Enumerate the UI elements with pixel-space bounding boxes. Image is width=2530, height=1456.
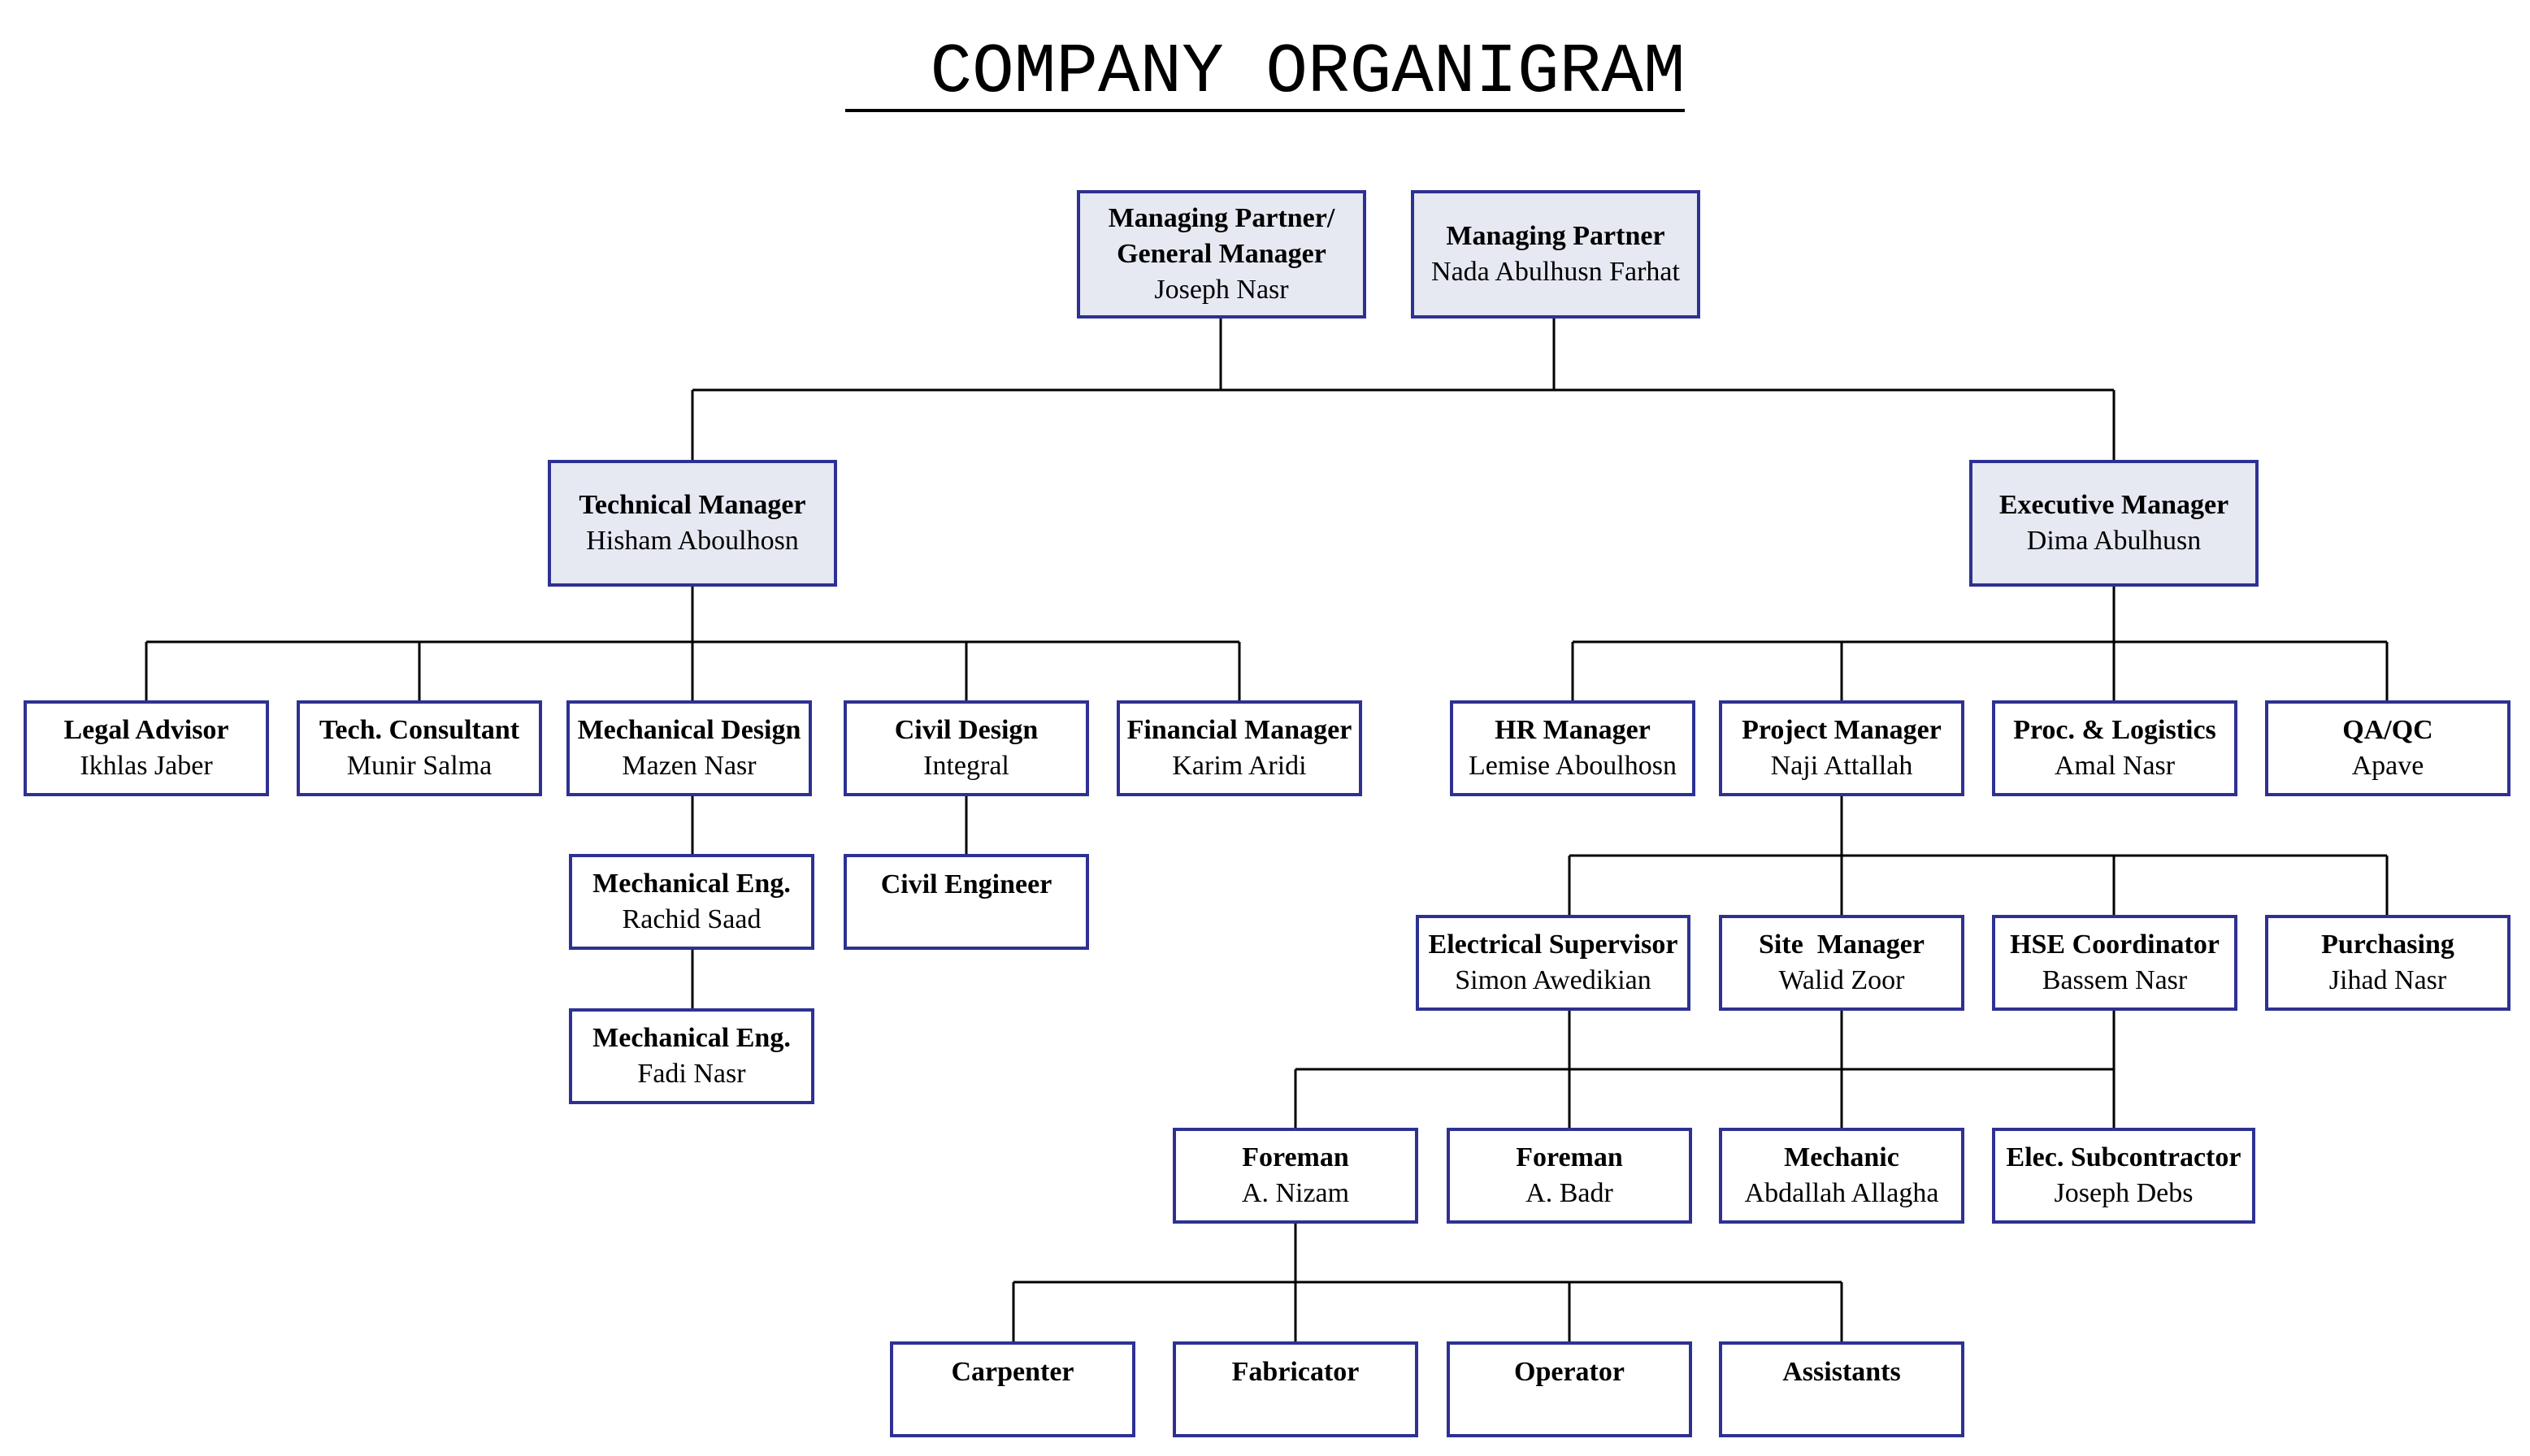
role-label: Technical Manager bbox=[579, 490, 806, 520]
legal-advisor-box: Legal Advisor Ikhlas Jaber bbox=[24, 700, 269, 796]
role-label: Foreman bbox=[1242, 1142, 1349, 1172]
technical-manager-box: Technical Manager Hisham Aboulhosn bbox=[548, 460, 837, 587]
tech-consultant-box: Tech. Consultant Munir Salma bbox=[297, 700, 542, 796]
person-name: Bassem Nasr bbox=[2042, 965, 2188, 995]
role-label: Mechanical Eng. bbox=[592, 1023, 791, 1053]
role-label: Site Manager bbox=[1759, 930, 1925, 960]
mechanic-box: Mechanic Abdallah Allagha bbox=[1719, 1128, 1964, 1224]
fabricator-box: Fabricator bbox=[1173, 1341, 1418, 1437]
role-label: Civil Engineer bbox=[880, 869, 1052, 899]
role-label: Mechanic bbox=[1784, 1142, 1899, 1172]
managing-partner-box: Managing Partner Nada Abulhusn Farhat bbox=[1411, 190, 1700, 318]
electrical-supervisor-box: Electrical Supervisor Simon Awedikian bbox=[1416, 915, 1690, 1011]
assistants-box: Assistants bbox=[1719, 1341, 1964, 1437]
mechanical-engineer-box: Mechanical Eng. Fadi Nasr bbox=[569, 1008, 814, 1104]
mechanical-design-box: Mechanical Design Mazen Nasr bbox=[566, 700, 812, 796]
role-label: Managing Partner bbox=[1446, 221, 1665, 251]
hr-manager-box: HR Manager Lemise Aboulhosn bbox=[1450, 700, 1695, 796]
role-label: Electrical Supervisor bbox=[1428, 930, 1678, 960]
person-name: Ikhlas Jaber bbox=[80, 751, 213, 781]
person-name: Hisham Aboulhosn bbox=[586, 526, 799, 556]
site-manager-box: Site Manager Walid Zoor bbox=[1719, 915, 1964, 1011]
person-name: Jihad Nasr bbox=[2328, 965, 2447, 995]
role-label: Proc. & Logistics bbox=[2013, 715, 2216, 745]
foreman-box: Foreman A. Nizam bbox=[1173, 1128, 1418, 1224]
role-label: Carpenter bbox=[951, 1357, 1074, 1387]
role-label: HSE Coordinator bbox=[2010, 930, 2220, 960]
person-name: Apave bbox=[2351, 751, 2424, 781]
person-name: Nada Abulhusn Farhat bbox=[1431, 257, 1680, 287]
role-label: QA/QC bbox=[2342, 715, 2433, 745]
carpenter-box: Carpenter bbox=[890, 1341, 1135, 1437]
role-label: HR Manager bbox=[1495, 715, 1651, 745]
person-name: Amal Nasr bbox=[2054, 751, 2176, 781]
role-label: Civil Design bbox=[894, 715, 1039, 745]
person-name: A. Nizam bbox=[1241, 1178, 1350, 1208]
role-label: Operator bbox=[1514, 1357, 1625, 1387]
person-name: Naji Attallah bbox=[1770, 751, 1913, 781]
role-label: Financial Manager bbox=[1126, 715, 1352, 745]
electrical-subcontractor-box: Elec. Subcontractor Joseph Debs bbox=[1992, 1128, 2255, 1224]
role-label: Tech. Consultant bbox=[319, 715, 520, 745]
person-name: Simon Awedikian bbox=[1455, 965, 1651, 995]
person-name: Munir Salma bbox=[346, 751, 493, 781]
project-manager-box: Project Manager Naji Attallah bbox=[1719, 700, 1964, 796]
person-name: Walid Zoor bbox=[1778, 965, 1905, 995]
role-label: Fabricator bbox=[1231, 1357, 1360, 1387]
person-name: Rachid Saad bbox=[622, 904, 762, 934]
role-label: Mechanical Design bbox=[577, 715, 801, 745]
mechanical-engineer-box: Mechanical Eng. Rachid Saad bbox=[569, 854, 814, 950]
page-title: COMPANY ORGANIGRAM bbox=[0, 37, 2530, 112]
role-label: Legal Advisor bbox=[63, 715, 229, 745]
financial-manager-box: Financial Manager Karim Aridi bbox=[1117, 700, 1362, 796]
operator-box: Operator bbox=[1447, 1341, 1692, 1437]
civil-engineer-box: Civil Engineer bbox=[844, 854, 1089, 950]
person-name: Mazen Nasr bbox=[622, 751, 757, 781]
hse-coordinator-box: HSE Coordinator Bassem Nasr bbox=[1992, 915, 2237, 1011]
person-name: A. Badr bbox=[1525, 1178, 1613, 1208]
role-label: Mechanical Eng. bbox=[592, 869, 791, 899]
role-label: Project Manager bbox=[1742, 715, 1942, 745]
person-name: Joseph Nasr bbox=[1154, 275, 1289, 305]
role-label: General Manager bbox=[1117, 239, 1326, 269]
person-name: Abdallah Allagha bbox=[1744, 1178, 1939, 1208]
person-name: Dima Abulhusn bbox=[2026, 526, 2202, 556]
role-label: Foreman bbox=[1516, 1142, 1623, 1172]
role-label: Executive Manager bbox=[1998, 490, 2229, 520]
foreman-box: Foreman A. Badr bbox=[1447, 1128, 1692, 1224]
managing-partner-general-manager-box: Managing Partner/ General Manager Joseph… bbox=[1077, 190, 1366, 318]
role-label: Assistants bbox=[1782, 1357, 1901, 1387]
procurement-logistics-box: Proc. & Logistics Amal Nasr bbox=[1992, 700, 2237, 796]
person-name: Fadi Nasr bbox=[637, 1059, 746, 1089]
person-name: Integral bbox=[923, 751, 1009, 781]
role-label: Managing Partner/ bbox=[1108, 203, 1335, 233]
executive-manager-box: Executive Manager Dima Abulhusn bbox=[1969, 460, 2259, 587]
role-label: Purchasing bbox=[2321, 930, 2454, 960]
purchasing-box: Purchasing Jihad Nasr bbox=[2265, 915, 2510, 1011]
person-name: Lemise Aboulhosn bbox=[1469, 751, 1677, 781]
person-name: Joseph Debs bbox=[2054, 1178, 2194, 1208]
qa-qc-box: QA/QC Apave bbox=[2265, 700, 2510, 796]
role-label: Elec. Subcontractor bbox=[2006, 1142, 2241, 1172]
person-name: Karim Aridi bbox=[1172, 751, 1307, 781]
civil-design-box: Civil Design Integral bbox=[844, 700, 1089, 796]
